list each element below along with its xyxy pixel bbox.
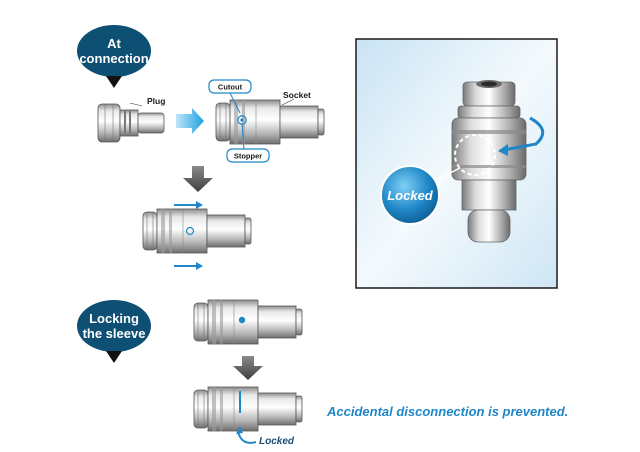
right-arrow-icon	[176, 108, 204, 134]
locked-photo-panel: Locked	[356, 39, 557, 288]
sleeve-slide-arrow-top-icon	[174, 201, 203, 209]
locked-small-label: Locked	[259, 436, 295, 447]
at-connection-bubble: At connection	[77, 25, 151, 88]
plug-label: Plug	[147, 96, 165, 106]
plug-illustration	[98, 104, 164, 142]
sleeve-slide-arrow-bottom-icon	[174, 262, 203, 270]
at-connection-line1: At	[107, 36, 121, 51]
locking-line1: Locking	[89, 311, 139, 326]
unlocked-coupler-illustration	[194, 300, 302, 344]
locked-badge: Locked	[381, 166, 439, 224]
socket-illustration	[216, 100, 324, 144]
socket-label: Socket	[283, 90, 311, 100]
locking-line2: the sleeve	[83, 326, 146, 341]
disconnection-prevented-note: Accidental disconnection is prevented.	[326, 404, 568, 419]
at-connection-line2: connection	[79, 51, 148, 66]
cutout-label: Cutout	[218, 83, 243, 92]
locked-coupler-illustration	[194, 387, 302, 431]
down-arrow-icon	[183, 166, 213, 192]
connected-coupler-illustration	[143, 209, 251, 253]
locked-photo-label: Locked	[387, 188, 434, 203]
plug-leader-line	[130, 103, 142, 106]
stopper-label: Stopper	[234, 152, 262, 161]
locking-sleeve-bubble: Locking the sleeve	[77, 300, 151, 363]
down-arrow-icon-2	[233, 356, 263, 380]
